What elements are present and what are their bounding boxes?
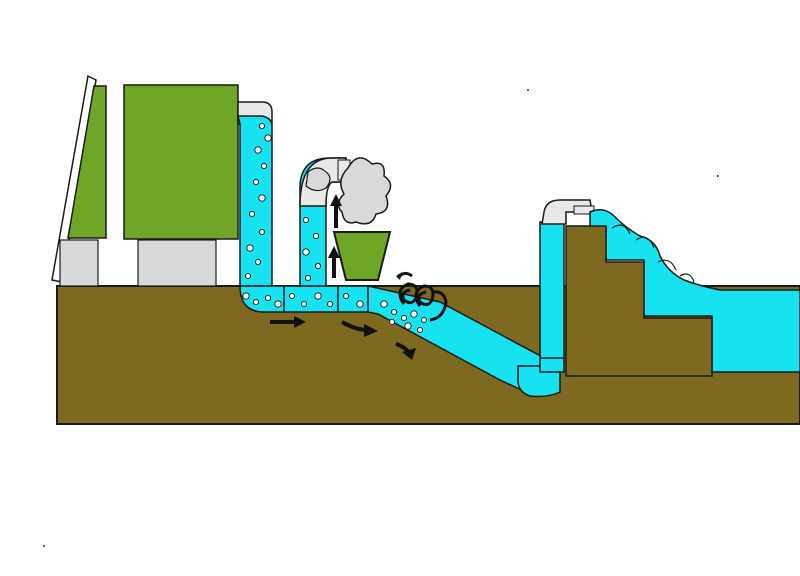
bubble-icon: [258, 122, 266, 130]
bubble-icon: [252, 298, 260, 306]
bubble-icon: [288, 292, 296, 300]
bubble-icon: [252, 178, 260, 186]
building-block: [123, 84, 239, 240]
bubble-icon: [302, 216, 310, 224]
bubble-icon: [404, 322, 412, 330]
speck: [527, 89, 529, 91]
bubble-icon: [242, 292, 250, 300]
pipe-horizontal-run: [239, 285, 375, 313]
bubble-icon: [246, 244, 254, 252]
building-base-right: [137, 239, 217, 287]
splash: [611, 224, 695, 283]
up-arrow-icon: [328, 246, 340, 278]
bubble-icon: [420, 316, 428, 324]
bubble-icon: [244, 272, 252, 280]
bubble-icon: [300, 300, 308, 308]
bubble-icon: [274, 300, 282, 308]
outfall-step-1: [565, 225, 713, 377]
bubble-icon: [258, 228, 266, 236]
up-arrow-icon: [330, 194, 342, 228]
swirl-icon: [396, 271, 448, 322]
bubble-icon: [248, 210, 256, 218]
pipe-downpipe: [237, 115, 273, 287]
speck: [43, 545, 45, 547]
bubble-icon: [326, 300, 334, 308]
flow-arrow-icon: [341, 320, 378, 337]
bubble-icon: [264, 294, 272, 302]
pipe-bend-bottom: [517, 365, 561, 398]
bubble-icon: [410, 310, 418, 318]
bubble-icon: [312, 232, 320, 240]
bubble-icon: [304, 274, 312, 282]
bubble-icon: [264, 134, 272, 142]
speck: [717, 175, 719, 177]
bubble-icon: [254, 258, 262, 266]
steam-cloud-icon: [305, 157, 392, 225]
bubble-icon: [356, 300, 364, 308]
building-facade-left: [67, 85, 107, 239]
bubble-icon: [342, 292, 350, 300]
bubble-icon: [302, 248, 310, 256]
building-base-left: [59, 239, 99, 287]
bubble-icon: [258, 194, 266, 202]
trap-pot: [332, 231, 392, 281]
bubble-group: [242, 122, 428, 334]
bubble-icon: [314, 262, 322, 270]
bubble-icon: [260, 162, 268, 170]
building: [51, 74, 239, 287]
outfall-channel: [565, 209, 800, 377]
bubble-icon: [416, 326, 424, 334]
bubble-icon: [254, 146, 262, 154]
bubble-icon: [314, 292, 322, 300]
flow-arrow-icon: [395, 342, 416, 360]
flow-arrow-icon: [270, 316, 306, 328]
bubble-icon: [380, 300, 388, 308]
bubble-icon: [388, 318, 396, 326]
bubble-icon: [400, 314, 408, 322]
outfall-water: [589, 209, 800, 373]
bubble-icon: [390, 308, 398, 316]
pipe-riser: [539, 221, 565, 373]
